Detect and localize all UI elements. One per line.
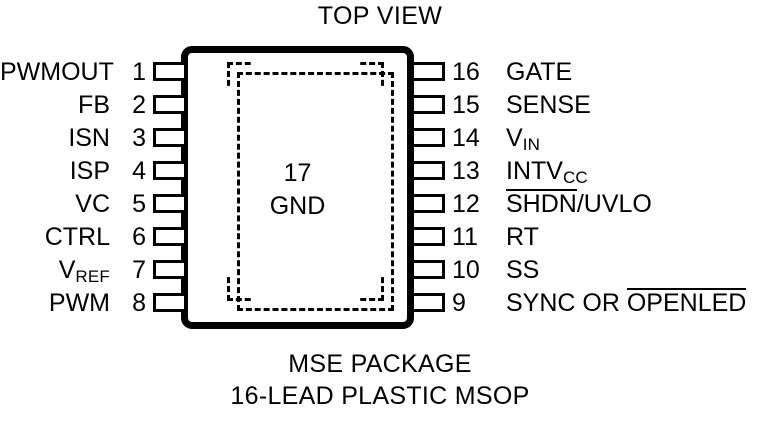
diagram-title: TOP VIEW bbox=[317, 2, 443, 30]
package-caption-secondary: 16-LEAD PLASTIC MSOP bbox=[230, 382, 530, 410]
pin-label-shdn-overline: SHDN bbox=[506, 189, 577, 218]
pin-label-vref: VREF bbox=[0, 256, 110, 287]
pin-lead-7 bbox=[153, 260, 184, 279]
pin-label-vref-subscript: REF bbox=[75, 267, 110, 286]
exposed-pad-pin-number: 17 bbox=[283, 159, 312, 187]
pin-label-intvcc: INTVCC bbox=[506, 157, 588, 188]
pin-label-vref-base: V bbox=[58, 256, 76, 284]
pad-mask-outer-top bbox=[252, 59, 359, 67]
pad-mask-outer-left bbox=[224, 87, 232, 276]
pin-lead-1 bbox=[153, 62, 184, 81]
pin-label-fb: FB bbox=[78, 91, 110, 119]
pin-label-ctrl: CTRL bbox=[44, 223, 110, 251]
pin-label-openled-overline: OPENLED bbox=[626, 288, 747, 317]
pin-label-rt: RT bbox=[506, 223, 539, 251]
pin-label-isn: ISN bbox=[68, 124, 110, 152]
exposed-pad-outline-inner bbox=[237, 72, 394, 311]
pin-lead-10 bbox=[414, 260, 445, 279]
pin-number-4: 4 bbox=[132, 157, 146, 185]
pin-label-sync-or-openled: SYNC OR OPENLED bbox=[506, 288, 747, 317]
pad-mask-outer-bottom bbox=[252, 296, 359, 304]
pin-number-6: 6 bbox=[132, 223, 146, 251]
pin-number-7: 7 bbox=[132, 256, 146, 284]
pin-number-8: 8 bbox=[132, 289, 146, 317]
pin-number-10: 10 bbox=[452, 256, 480, 284]
pin-lead-6 bbox=[153, 227, 184, 246]
pin-lead-2 bbox=[153, 95, 184, 114]
pin-label-isp: ISP bbox=[69, 157, 110, 185]
exposed-pad-pin-name: GND bbox=[269, 192, 326, 220]
pin-number-12: 12 bbox=[452, 190, 480, 218]
pin-label-pwm: PWM bbox=[48, 289, 110, 317]
pad-mask-outer-right bbox=[379, 87, 387, 276]
pin-lead-5 bbox=[153, 194, 184, 213]
pin-lead-3 bbox=[153, 128, 184, 147]
pin-lead-15 bbox=[414, 95, 445, 114]
pin-lead-14 bbox=[414, 128, 445, 147]
pin-lead-12 bbox=[414, 194, 445, 213]
pin-number-14: 14 bbox=[452, 124, 480, 152]
pin-number-3: 3 bbox=[132, 124, 146, 152]
pin-number-11: 11 bbox=[452, 223, 478, 251]
pin-label-ss: SS bbox=[506, 256, 540, 284]
pin-label-vin: VIN bbox=[506, 124, 541, 155]
pin-lead-11 bbox=[414, 227, 445, 246]
pin-lead-4 bbox=[153, 161, 184, 180]
pin-label-vin-subscript: IN bbox=[522, 135, 541, 154]
pin-number-2: 2 bbox=[132, 91, 146, 119]
pin-number-9: 9 bbox=[452, 289, 466, 317]
pin-lead-8 bbox=[153, 293, 184, 312]
pin-number-15: 15 bbox=[452, 91, 480, 119]
pin-number-1: 1 bbox=[132, 58, 146, 86]
pin-number-13: 13 bbox=[452, 157, 480, 185]
pin-label-shdn-uvlo: SHDN/UVLO bbox=[506, 189, 652, 218]
pin-label-sync-lead: SYNC OR bbox=[506, 289, 627, 317]
package-body-outline bbox=[181, 46, 414, 329]
pin-number-5: 5 bbox=[132, 190, 146, 218]
pin-label-sense: SENSE bbox=[506, 91, 591, 119]
pin-number-16: 16 bbox=[452, 58, 480, 86]
pin-label-shdn-tail: /UVLO bbox=[576, 190, 652, 218]
pin-label-intvcc-subscript: CC bbox=[562, 168, 588, 187]
pin-label-pwmout: PWMOUT bbox=[0, 58, 114, 86]
pin-label-gate: GATE bbox=[506, 58, 573, 86]
pin-label-intvcc-base: INTV bbox=[506, 157, 563, 185]
package-caption-primary: MSE PACKAGE bbox=[288, 350, 472, 378]
pin-label-vin-base: V bbox=[506, 124, 523, 152]
pin-label-vc: VC bbox=[75, 190, 110, 218]
pin-lead-13 bbox=[414, 161, 445, 180]
pin-lead-9 bbox=[414, 293, 445, 312]
pin-lead-16 bbox=[414, 62, 445, 81]
